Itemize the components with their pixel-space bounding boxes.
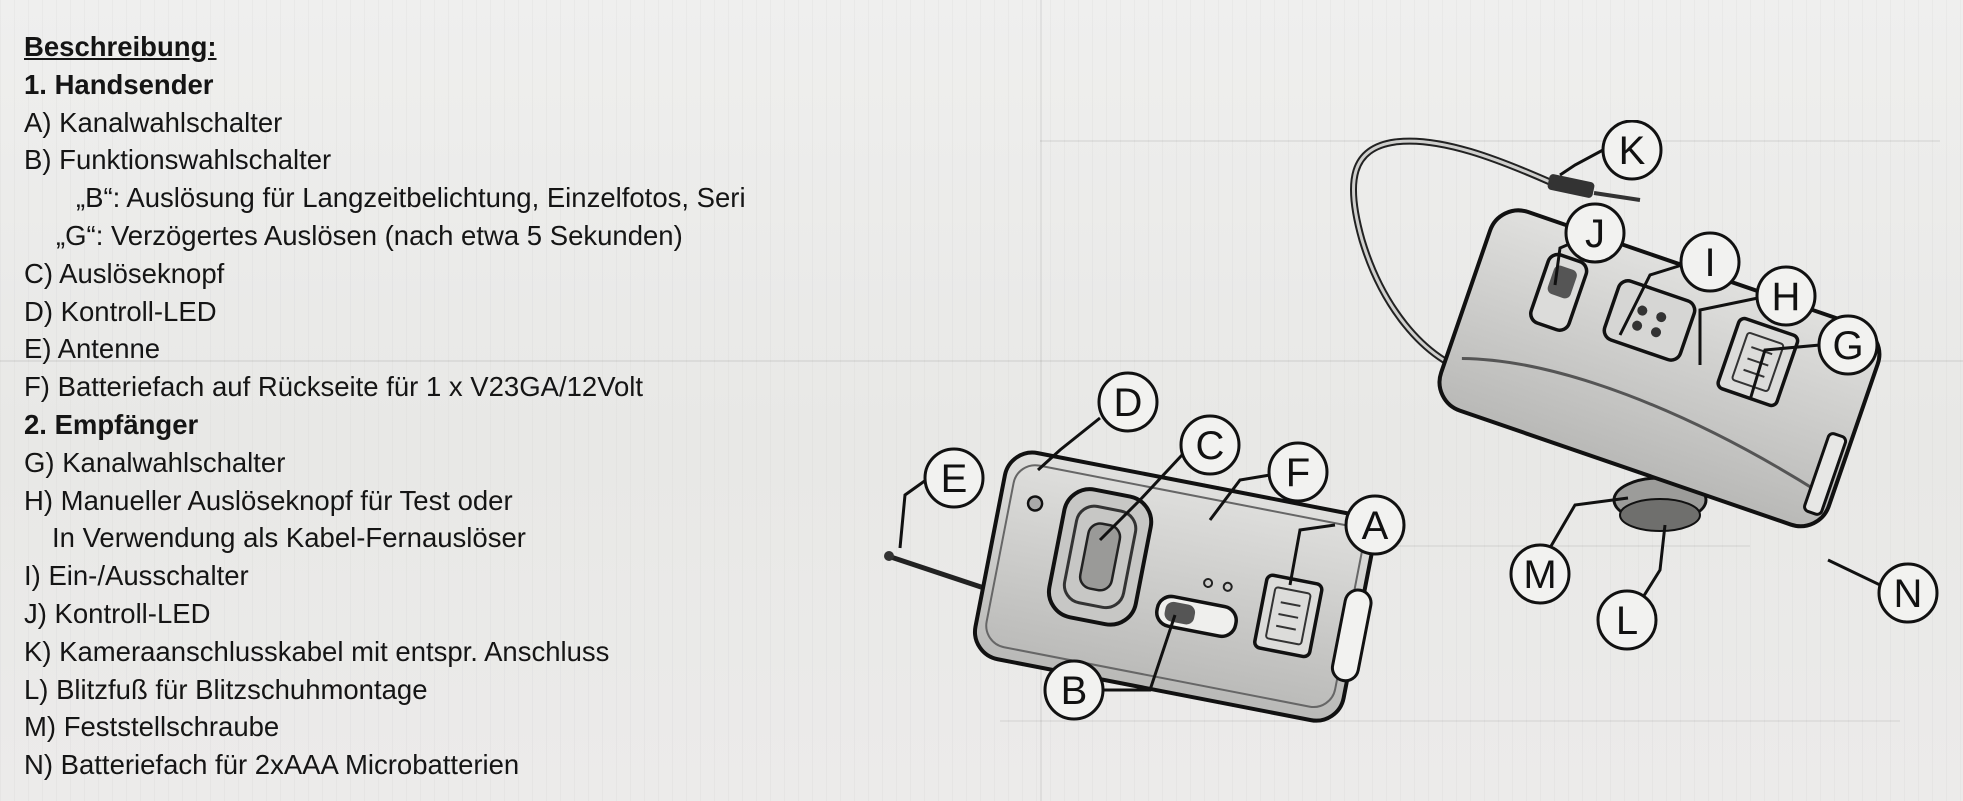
list-item: „B“: Auslösung für Langzeitbelichtung, E… [76,182,746,214]
led-indicator [1026,495,1044,512]
bleed-through-block [1040,140,1940,142]
list-item: B) Funktionswahlschalter [24,144,332,176]
callout-label-G: G [1832,324,1863,368]
callout-label-E: E [941,457,968,501]
list-item: „G“: Verzögertes Auslösen (nach etwa 5 S… [56,219,683,251]
leader-line [1748,343,1821,401]
list-item: M) Feststellschraube [24,711,280,743]
paper-fold-vertical [1040,0,1042,801]
callout-label-D: D [1114,381,1143,425]
list-item: N) Batteriefach für 2xAAA Microbatterien [24,749,520,781]
callout-L: L [1596,589,1658,651]
leader-line [1208,473,1271,521]
bleed-through-block [1050,545,1750,547]
battery-lid [1803,432,1848,516]
callout-D: D [1097,371,1159,433]
callout-I: I [1679,231,1741,293]
callout-label-J: J [1585,212,1605,256]
device-illustration: A B C D E F G H [870,120,1963,801]
leader-line [1288,523,1336,586]
callout-K: K [1601,120,1663,181]
list-item: J) Kontroll-LED [24,597,211,629]
list-item: D) Kontroll-LED [24,295,217,327]
list-item: L) Blitzfuß für Blitzschuhmontage [24,673,428,705]
manual-trigger-button [1602,279,1697,362]
leader-line [1559,148,1604,177]
callout-label-H: H [1772,275,1801,319]
callout-H: H [1755,265,1817,327]
paper-fold-horizontal [0,360,1963,362]
list-item: G) Kanalwahlschalter [24,446,286,478]
leader-line [1538,496,1629,566]
leader-line [1036,416,1101,472]
list-item: I) Ein-/Ausschalter [24,560,249,592]
antenna-rod [887,553,991,593]
callout-M: M [1509,543,1571,605]
list-item: H) Manueller Auslöseknopf für Test oder [24,484,513,516]
list-item: K) Kameraanschlusskabel mit entspr. Ansc… [24,635,610,667]
locking-screw [1619,498,1701,532]
leader-line [898,478,927,549]
camera-plug [1547,174,1595,198]
receiver-device [1349,137,1882,532]
leader-line [1100,614,1177,692]
section-title-empfaenger: 2. Empfänger [24,408,199,440]
list-item: In Verwendung als Kabel-Fernauslöser [52,522,526,554]
leader-line [1698,296,1759,365]
callout-F: F [1267,441,1329,503]
description-heading: Beschreibung: [24,31,217,62]
list-item: E) Antenne [24,333,161,365]
callout-J: J [1564,202,1626,264]
section-title-handsender: 1. Handsender [24,68,214,100]
list-item: F) Batteriefach auf Rückseite für 1 x V2… [24,371,644,403]
callout-C: C [1179,414,1241,476]
bleed-through-block [1000,720,1900,722]
callout-N: N [1877,562,1939,624]
callout-G: G [1817,314,1879,376]
callout-B: B [1043,659,1105,721]
callout-label-B: B [1061,669,1088,713]
leader-line [1098,453,1184,542]
callout-label-M: M [1523,553,1556,597]
callout-label-L: L [1616,599,1638,643]
list-item: A) Kanalwahlschalter [24,106,283,138]
list-item: C) Auslöseknopf [24,257,225,289]
callout-label-F: F [1286,451,1310,495]
callout-A: A [1344,494,1406,556]
transmitter-device [884,450,1376,723]
callout-label-K: K [1619,129,1646,173]
callout-label-N: N [1894,572,1923,616]
callout-label-I: I [1704,241,1715,285]
antenna-tip [884,551,894,561]
callout-label-C: C [1196,424,1225,468]
description-text: Beschreibung: 1. Handsender A) Kanalwahl… [24,28,904,784]
callout-label-A: A [1362,504,1389,548]
leader-line [1618,263,1683,336]
callout-E: E [923,447,985,509]
strap-slot [1330,588,1373,683]
